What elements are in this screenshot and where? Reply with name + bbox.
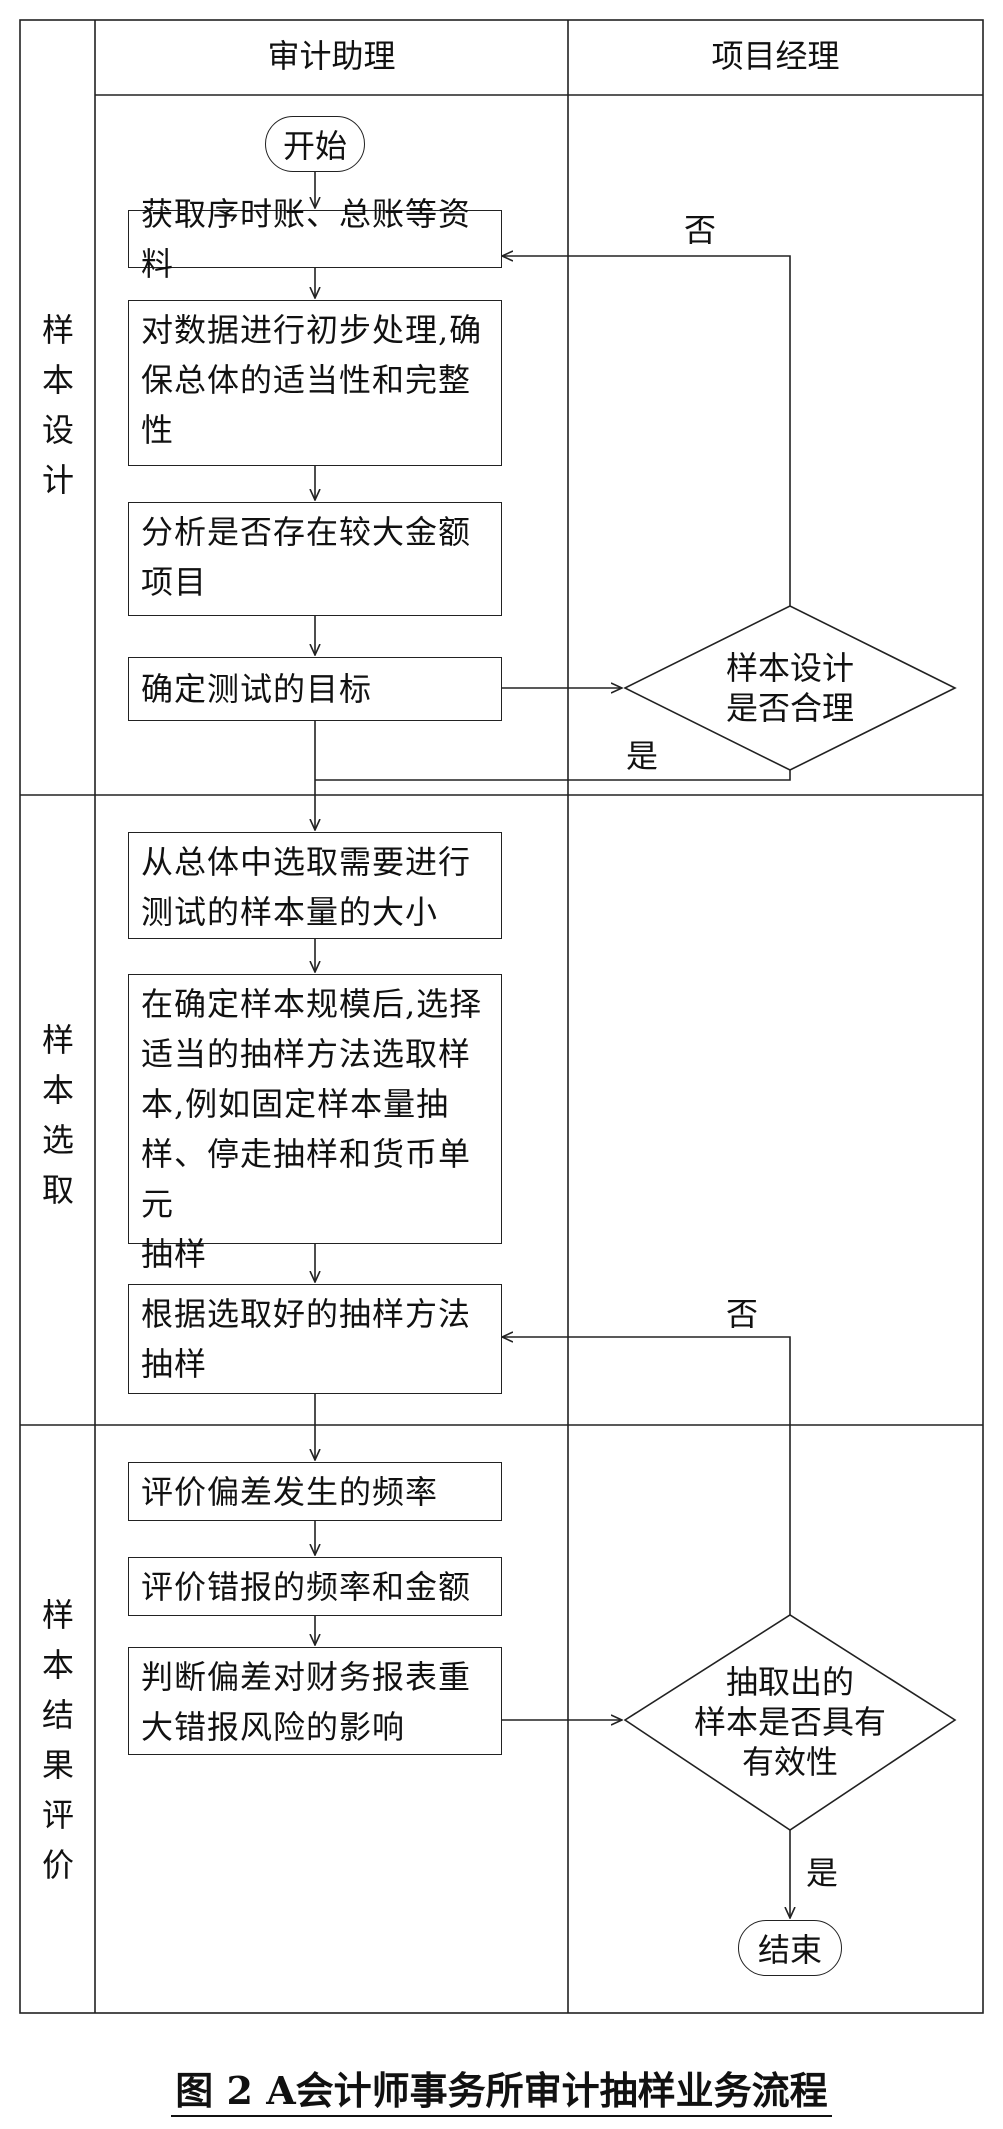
step-analyze-large-items: 分析是否存在较大金额项目 (128, 502, 502, 616)
step-judge-misstatement-risk: 判断偏差对财务报表重大错报风险的影响 (128, 1647, 502, 1755)
edge-label-yes-2: 是 (805, 1854, 838, 1892)
step-evaluate-deviation-rate: 评价偏差发生的频率 (128, 1462, 502, 1521)
decision1-diamond (623, 605, 957, 771)
step-perform-sampling: 根据选取好的抽样方法抽样 (128, 1284, 502, 1394)
edge-label-no-2: 否 (725, 1295, 758, 1333)
edge-label-no-1: 否 (683, 211, 716, 249)
decision1-label: 样本设计是否合理 (725, 649, 854, 727)
step-evaluate-misstatement: 评价错报的频率和金额 (128, 1557, 502, 1616)
step-select-sample-size: 从总体中选取需要进行测试的样本量的大小 (128, 832, 502, 939)
lane-label-sample-design: 样本设计 (41, 311, 74, 499)
step-choose-sampling-method: 在确定样本规模后,选择适当的抽样方法选取样本,例如固定样本量抽样、停走抽样和货币… (128, 974, 502, 1273)
step-define-test-objective: 确定测试的目标 (128, 657, 502, 721)
decision2-label: 抽取出的样本是否具有有效性 (693, 1663, 886, 1781)
lane-label-result-evaluation: 样本结果评价 (41, 1596, 74, 1884)
edge-label-yes-1: 是 (625, 737, 658, 775)
figure-caption: 图 2 A会计师事务所审计抽样业务流程 (0, 2060, 1003, 2117)
end-terminal: 结束 (738, 1920, 842, 1976)
outer-frame (19, 19, 984, 2014)
decision2-diamond (623, 1614, 957, 1831)
step-preprocess-data: 对数据进行初步处理,确保总体的适当性和完整性 (128, 300, 502, 466)
step-get-ledgers: 获取序时账、总账等资料 (128, 195, 502, 283)
header-auditor: 审计助理 (267, 37, 396, 75)
start-terminal: 开始 (265, 116, 365, 172)
lane-label-sample-selection: 样本选取 (41, 1021, 74, 1209)
header-manager: 项目经理 (711, 37, 840, 75)
